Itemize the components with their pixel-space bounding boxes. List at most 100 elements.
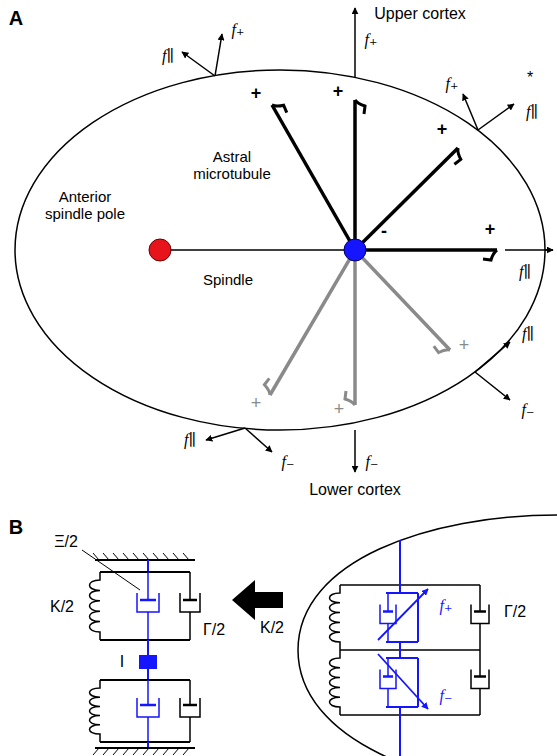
force-label: f₋ (522, 401, 535, 419)
motor-hook (483, 250, 497, 260)
spring-symbol (330, 585, 341, 650)
anterior-pole (149, 239, 171, 261)
link (386, 592, 418, 594)
ground-hatch (183, 748, 189, 755)
ground-hatch (173, 553, 179, 560)
region-label: Lower cortex (309, 481, 401, 499)
ground-hatch (133, 748, 139, 755)
force-arrow (478, 104, 514, 130)
motor-hook (355, 100, 365, 114)
ground-hatch (173, 748, 179, 755)
astral-microtubule (355, 148, 458, 250)
panel-letter: B (9, 516, 23, 538)
force-arrow (475, 342, 510, 372)
ground-hatch (163, 553, 169, 560)
ground-hatch (163, 748, 169, 755)
spring-symbol (90, 572, 101, 640)
dashpot-piston (140, 599, 156, 602)
part-label: Anterior spindle pole (35, 189, 135, 222)
plus-end: + (251, 394, 262, 414)
spring-symbol (330, 650, 341, 715)
ground-hatch (123, 748, 129, 755)
dashpot-rod (189, 717, 191, 742)
ground-hatch (133, 553, 139, 560)
dashpot-rod (387, 658, 389, 677)
force-arrow (475, 372, 510, 400)
motor-hook (434, 346, 450, 352)
ground-hatch (93, 748, 99, 755)
dashpot-piston (140, 704, 156, 707)
ground-hatch (153, 553, 159, 560)
dashpot-rod (189, 572, 191, 600)
link (399, 540, 401, 585)
dashpot-rod (147, 572, 149, 600)
ground-hatch (143, 553, 149, 560)
marker-label: * (527, 69, 533, 87)
dashpot-rod (189, 680, 191, 705)
link (399, 585, 401, 593)
dashpot-rod (189, 612, 191, 640)
astral-microtubule (353, 100, 357, 250)
ground-hatch (183, 553, 189, 560)
dashpot-cup (471, 670, 489, 689)
ground-hatch (113, 553, 119, 560)
link (399, 650, 401, 658)
plus-end: + (251, 84, 262, 104)
link (147, 560, 149, 572)
symbol-label: Γ/2 (504, 603, 526, 621)
ground-hatch (143, 748, 149, 755)
part-label: Astral microtubule (182, 149, 282, 182)
astral-microtubule (353, 250, 357, 405)
plus-end: + (334, 400, 345, 420)
astral-microtubule (355, 250, 450, 350)
cell-outline (15, 70, 545, 430)
link (386, 706, 418, 708)
bar (340, 649, 480, 651)
motor-hook (264, 378, 270, 395)
motor-hook (454, 148, 460, 164)
dashpot-cup (380, 605, 396, 624)
force-arrow (505, 249, 553, 251)
minus-end: - (381, 222, 387, 242)
force-label: f∥ (519, 263, 531, 281)
symbol-label: K/2 (50, 598, 74, 616)
link (399, 707, 401, 715)
motor-hook (272, 105, 287, 113)
dashpot-rod (147, 680, 149, 705)
spindle-line (160, 249, 355, 251)
plus-end: + (485, 220, 496, 240)
cell-end-outline (298, 515, 557, 756)
dashpot-rod (387, 624, 389, 643)
symbol-label: Ξ/2 (54, 533, 78, 551)
astral-microtubule (272, 105, 355, 250)
force-arrow (463, 94, 478, 130)
dashpot-rod (147, 612, 149, 640)
mass-block (139, 655, 157, 669)
bar (100, 679, 190, 681)
force-label: f₊ (440, 597, 453, 615)
dashpot-piston (474, 610, 486, 613)
force-label: f₊ (365, 31, 378, 49)
region-label: Upper cortex (374, 5, 466, 23)
astral-microtubule (355, 248, 497, 252)
dashpot-cup (180, 593, 200, 612)
symbol-label: I (120, 653, 124, 671)
dashpot-piston (183, 599, 197, 602)
dashpot-rod (479, 585, 481, 612)
bar (340, 584, 480, 586)
bar (100, 741, 190, 743)
dashpot-cup (471, 605, 489, 624)
variable-arrow (378, 654, 428, 709)
dashpot-rod (387, 593, 389, 612)
link (399, 642, 401, 650)
force-label: f∥ (162, 47, 174, 65)
motor-hook (345, 391, 355, 405)
force-label: f₋ (282, 453, 295, 471)
force-arrow (215, 34, 222, 76)
dashpot-piston (183, 704, 197, 707)
dashpot-rod (387, 689, 389, 708)
force-arrow (354, 430, 356, 472)
force-arrow (245, 428, 272, 452)
